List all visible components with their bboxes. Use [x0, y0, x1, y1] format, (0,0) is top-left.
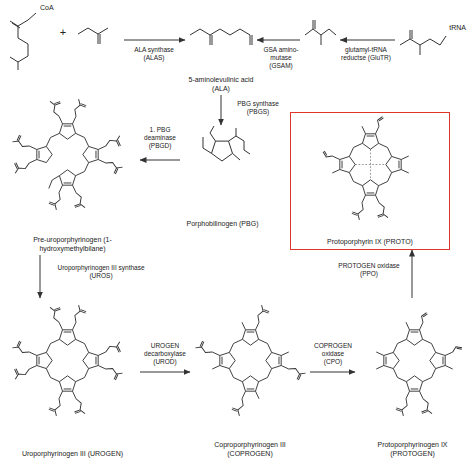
compound-node: Coproporphyrinogen III (COPROGEN): [190, 298, 310, 460]
enzyme-label: COPROGEN oxidase (CPO): [312, 342, 354, 365]
arrow-line: [412, 250, 413, 298]
enzyme-label: UROGEN decarboxylase (UROD): [142, 342, 188, 365]
reaction-arrow: [124, 40, 185, 41]
enzyme-label: glutamyl-tRNA reductse (GluTR): [338, 46, 394, 62]
reaction-arrow: [221, 95, 222, 125]
gsa-structure: [305, 20, 336, 45]
reaction-arrow: [140, 160, 180, 161]
arrow-line: [310, 372, 355, 373]
compound-node: Porphobilinogen (PBG): [180, 125, 265, 230]
compound-node: Protoporphyrinogen IX (PROTOGEN): [355, 298, 470, 460]
compound-node: tRNA: [395, 4, 470, 74]
compound-name: Uroporphyrinogen III (UROGEN): [22, 450, 123, 458]
glutamyl-trna-structure: [400, 30, 446, 55]
compound-name: Pre-uroporphyrinogen (1-hydroxymethylbil…: [7, 236, 138, 253]
ala-structure: [190, 29, 252, 45]
enzyme-label: Uroporphyrinogen III synthase (UROS): [46, 264, 156, 280]
reaction-arrow: [412, 250, 413, 298]
protoporphyrin-structure: [322, 116, 409, 221]
compound-node: 5-aminolevulinic acid (ALA): [185, 8, 257, 95]
pre-uroporphyrinogen-structure: [11, 98, 123, 211]
compound-node: Uroporphyrinogen III (UROGEN): [5, 298, 140, 460]
enzyme-label: 1. PBG deaminase (PBGD): [141, 126, 179, 149]
enzyme-label: PROTOGEN oxidase (PPO): [330, 262, 408, 278]
compound-name: Protoporphyrin IX (PROTO): [327, 238, 413, 246]
compound-node: Pre-uroporphyrinogen (1-hydroxymethylbil…: [5, 95, 140, 255]
enzyme-label: PBG synthase (PBGS): [227, 100, 289, 116]
arrow-line: [221, 95, 222, 125]
compound-name: Coproporphyrinogen III (COPROGEN): [192, 441, 308, 458]
arrow-head: [340, 37, 347, 43]
compound-name: 5-aminolevulinic acid (ALA): [185, 76, 257, 93]
plus-sign: +: [56, 26, 70, 39]
arrow-line: [40, 255, 41, 298]
compound-name: tRNA: [449, 24, 466, 32]
protoporphyrinogen-structure: [376, 312, 462, 417]
enzyme-label: GSA amino-mutase (GSAM): [258, 46, 304, 69]
reaction-arrow: [310, 372, 355, 373]
arrow-line: [124, 40, 185, 41]
enzyme-label: ALA synthase (ALAS): [126, 46, 182, 62]
arrow-line: [140, 372, 190, 373]
compound-name: Porphobilinogen (PBG): [187, 220, 259, 228]
reaction-arrow: [40, 255, 41, 298]
succinyl-coa-structure: [10, 13, 36, 70]
coproporphyrinogen-structure: [195, 305, 305, 416]
pbg-structure: [203, 126, 250, 161]
compound-node: Protoporphyrin IX (PROTO): [290, 112, 450, 250]
arrow-line: [140, 160, 180, 161]
reaction-arrow: [257, 37, 395, 43]
compound-name: CoA: [40, 4, 54, 12]
arrow-line: [257, 40, 395, 41]
compound-name: Protoporphyrinogen IX (PROTOGEN): [357, 441, 468, 458]
uroporphyrinogen-structure: [11, 304, 123, 417]
glycine-structure: [78, 28, 108, 44]
reaction-arrow: [140, 372, 190, 373]
